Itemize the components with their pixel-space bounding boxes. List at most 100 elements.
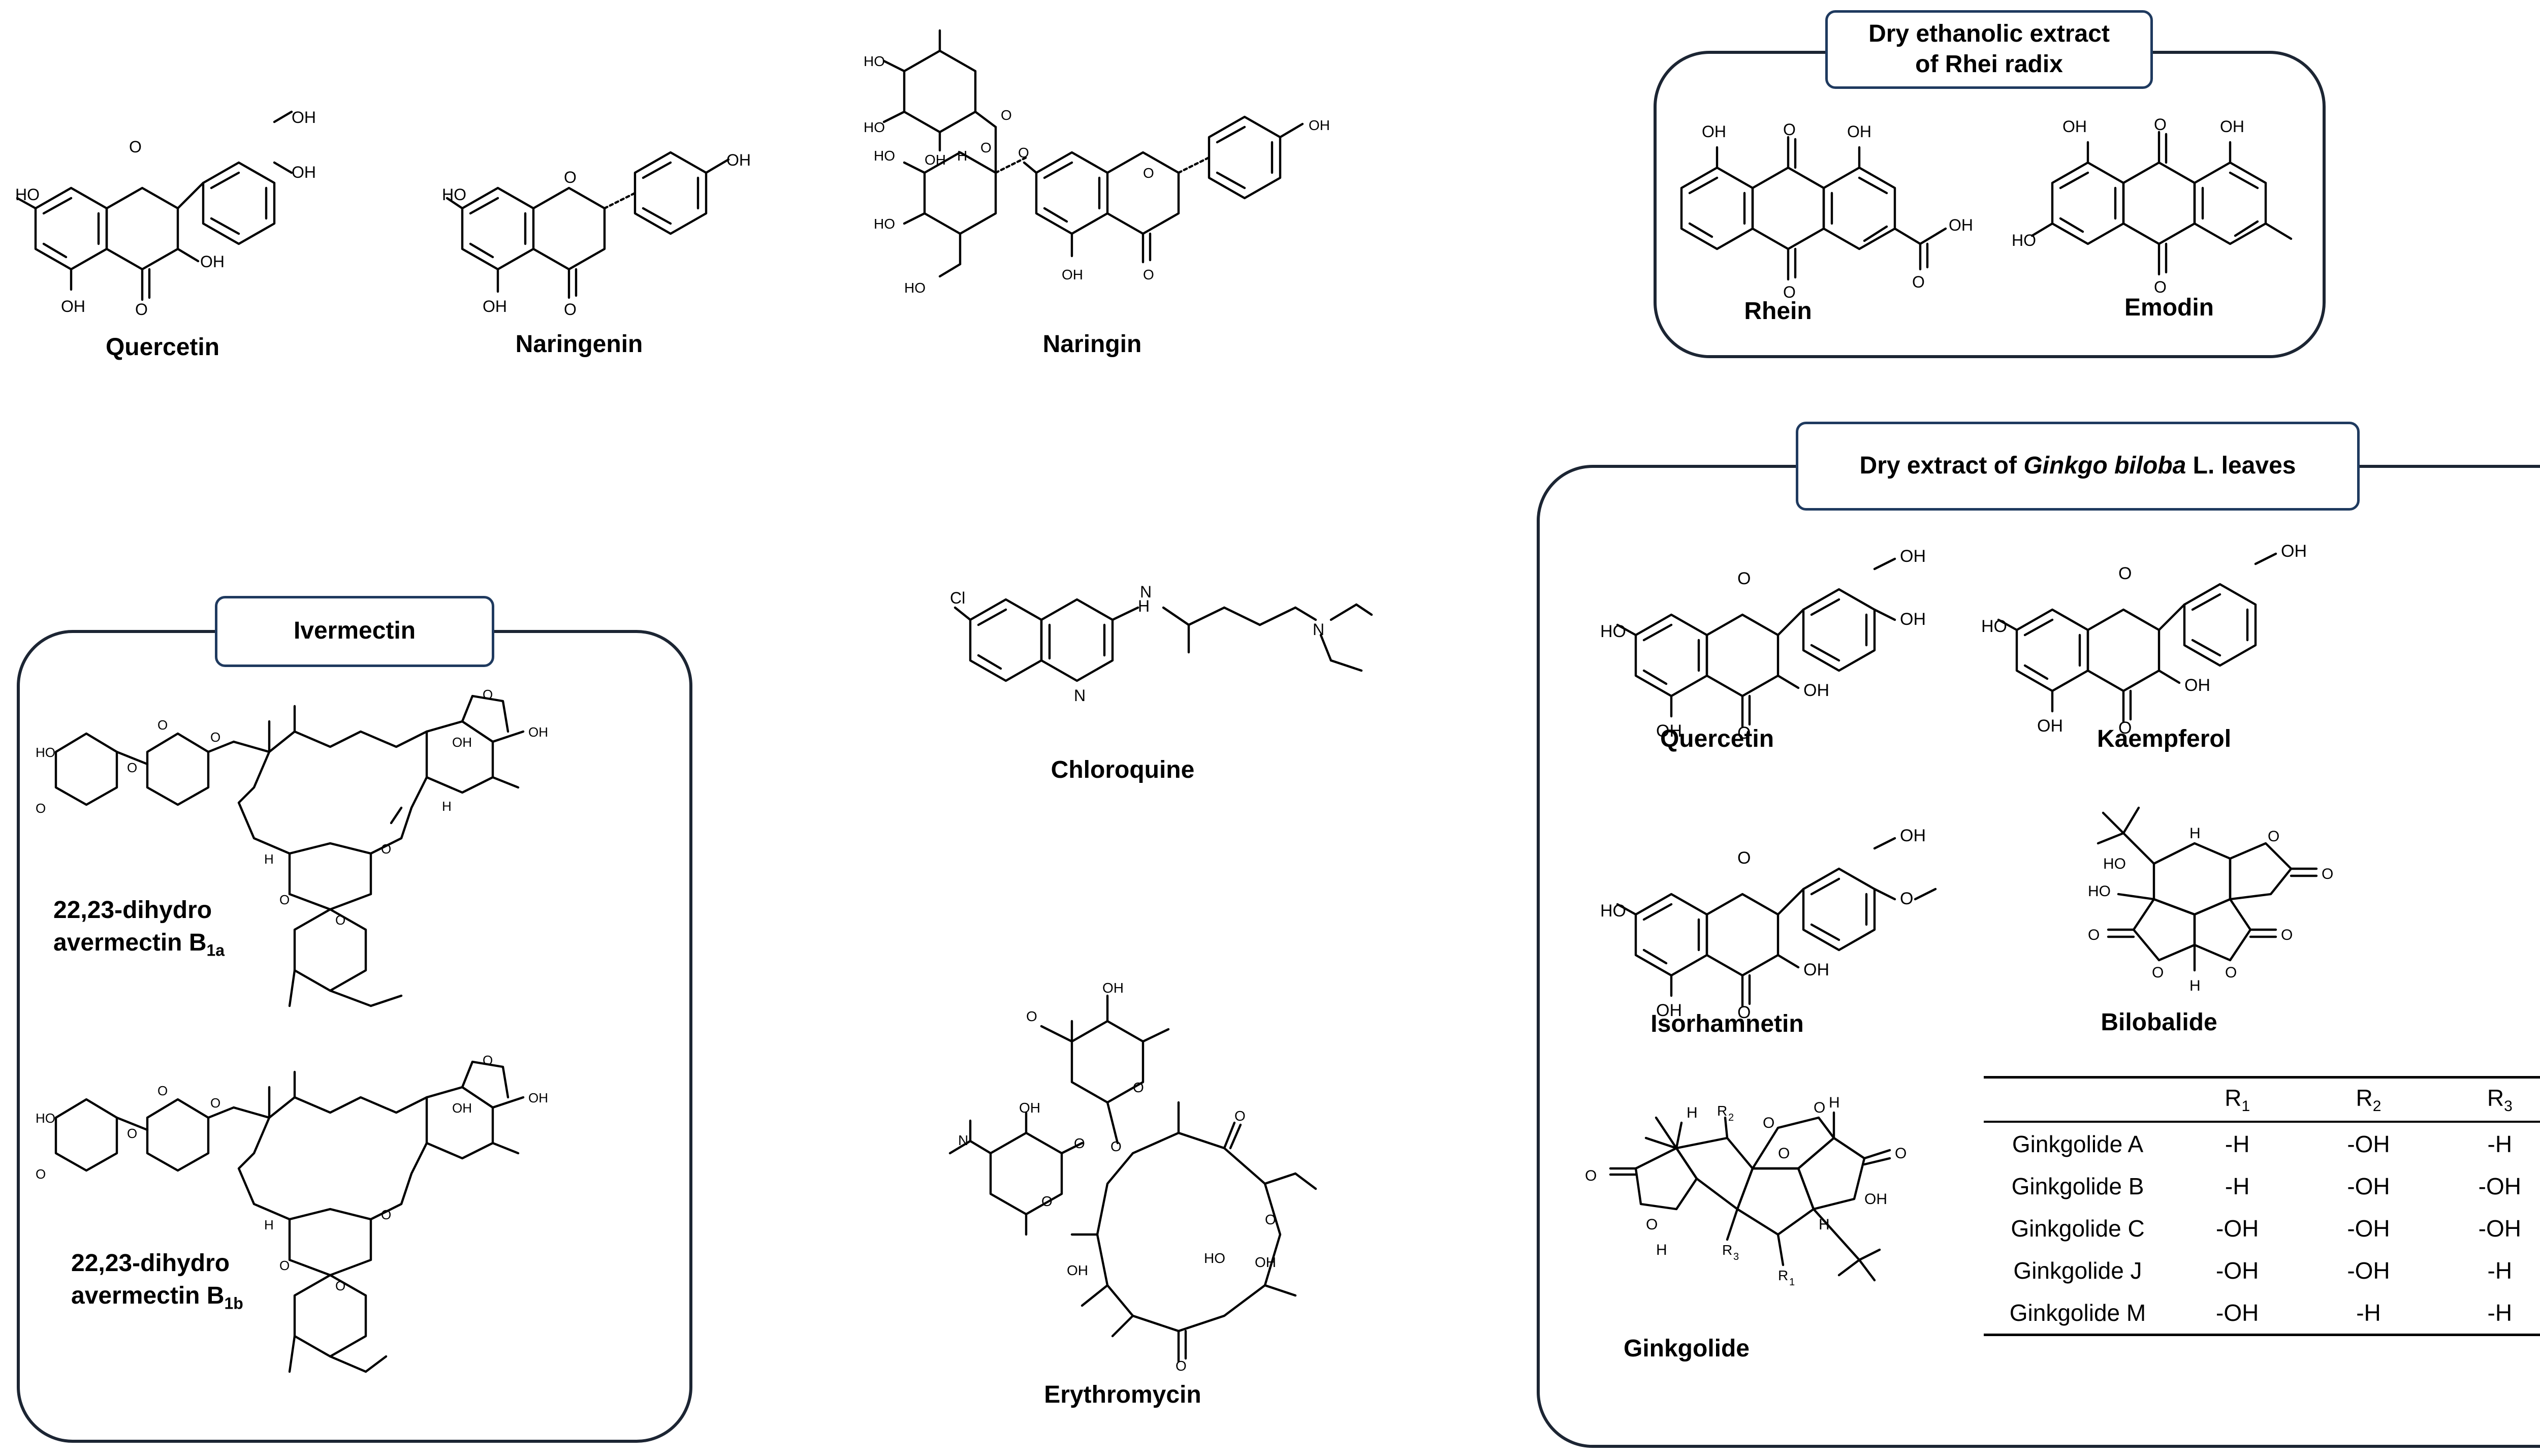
bilobalide-label: Bilobalide: [2101, 1009, 2217, 1036]
svg-text:O: O: [1001, 107, 1012, 123]
erythromycin-label: Erythromycin: [1044, 1381, 1201, 1408]
svg-text:OH: OH: [1255, 1254, 1276, 1270]
table-header-r1: R1: [2172, 1076, 2303, 1123]
svg-text:OH: OH: [1949, 216, 1973, 234]
svg-text:O: O: [129, 138, 142, 156]
svg-text:OH: OH: [2037, 716, 2063, 736]
svg-text:H: H: [1819, 1216, 1830, 1233]
svg-text:OH: OH: [2184, 676, 2210, 695]
svg-text:HO: HO: [15, 185, 40, 204]
table-header-blank: [1984, 1076, 2172, 1123]
avermectin-b1a-structure: HO O O O O O OH OH O O O H H: [36, 687, 548, 1007]
svg-text:O: O: [564, 168, 577, 186]
svg-text:OH: OH: [1864, 1191, 1887, 1208]
ginkgolide-label: Ginkgolide: [1623, 1335, 1750, 1362]
table-row: Ginkgolide J -OH -OH -H: [1984, 1249, 2540, 1291]
svg-text:H: H: [1829, 1094, 1840, 1111]
isorhamnetin-label: Isorhamnetin: [1650, 1010, 1804, 1037]
svg-text:O: O: [1737, 723, 1751, 743]
svg-text:O: O: [2118, 564, 2132, 583]
rhei-title-line2: of Rhei radix: [1915, 51, 2063, 78]
svg-text:HO: HO: [2088, 883, 2111, 900]
svg-text:O: O: [980, 140, 992, 155]
svg-text:OH: OH: [452, 735, 472, 750]
chloroquine-structure: Cl H N N N: [950, 583, 1373, 705]
svg-text:OH: OH: [1656, 1001, 1682, 1020]
svg-text:O: O: [1074, 1135, 1085, 1151]
svg-text:O: O: [1143, 165, 1154, 181]
svg-text:OH: OH: [1019, 1100, 1040, 1116]
table-cell: -OH: [2172, 1291, 2303, 1336]
rhei-radix-title: Dry ethanolic extract of Rhei radix: [1825, 10, 2153, 89]
svg-text:OH: OH: [1900, 610, 1926, 629]
svg-text:O: O: [1783, 283, 1796, 301]
svg-text:O: O: [135, 300, 148, 319]
svg-text:OH: OH: [2281, 542, 2307, 561]
svg-text:OH: OH: [2062, 117, 2087, 136]
table-row: Ginkgolide B -H -OH -OH: [1984, 1165, 2540, 1207]
svg-text:O: O: [210, 730, 220, 745]
kaempferol-structure: HO OH OH OH O O: [1981, 542, 2307, 738]
svg-text:O: O: [1895, 1145, 1907, 1162]
svg-text:R: R: [1722, 1242, 1732, 1258]
svg-text:R: R: [1717, 1103, 1727, 1119]
table-cell: -H: [2225, 1173, 2250, 1199]
svg-text:OH: OH: [1062, 267, 1083, 282]
svg-text:N: N: [958, 1132, 968, 1148]
ivermectin-title: Ivermectin: [215, 596, 494, 667]
svg-text:OH: OH: [1900, 547, 1926, 566]
svg-text:O: O: [335, 912, 345, 928]
svg-text:HO: HO: [864, 119, 885, 135]
rhein-structure: OH OH O O OH O: [1666, 120, 1973, 301]
svg-text:O: O: [279, 1258, 290, 1273]
svg-text:OH: OH: [528, 1090, 548, 1105]
table-cell: Ginkgolide M: [1984, 1291, 2172, 1336]
svg-text:OH: OH: [1309, 117, 1330, 133]
svg-text:HO: HO: [874, 216, 895, 232]
svg-text:OH: OH: [200, 252, 225, 271]
svg-text:H: H: [957, 148, 967, 164]
ginkgo-quercetin-structure: HO OH OH OH OH O O: [1600, 547, 1926, 743]
ginkgo-title-italic: Ginkgo biloba: [2023, 452, 2186, 479]
svg-text:R: R: [1778, 1268, 1788, 1283]
svg-text:OH: OH: [1656, 721, 1682, 741]
svg-text:O: O: [1265, 1212, 1276, 1227]
table-cell: -OH: [2216, 1257, 2259, 1284]
table-header-row: R1 R2 R3: [1984, 1076, 2540, 1123]
svg-text:HO: HO: [1204, 1250, 1225, 1266]
svg-text:O: O: [157, 717, 168, 733]
svg-text:O: O: [157, 1083, 168, 1098]
ginkgo-title-prefix: Dry extract of: [1859, 452, 2024, 479]
svg-text:HO: HO: [2012, 231, 2036, 249]
avermectin-b1a-label: 22,23-dihydro avermectin B1a: [53, 894, 225, 967]
svg-text:H: H: [1138, 597, 1150, 615]
b1a-line1: 22,23-dihydro: [53, 897, 212, 924]
table-row: Ginkgolide C -OH -OH -OH: [1984, 1207, 2540, 1249]
table-row: Ginkgolide M -OH -H -H: [1984, 1291, 2540, 1336]
emodin-structure: OH OH O O HO: [2012, 115, 2293, 296]
ivermectin-group: [17, 630, 692, 1443]
svg-text:O: O: [1763, 1115, 1774, 1131]
svg-text:O: O: [1018, 145, 1029, 161]
svg-text:O: O: [1234, 1108, 1246, 1124]
svg-text:O: O: [36, 801, 46, 816]
table-cell: -H: [2434, 1291, 2540, 1336]
svg-text:O: O: [2268, 828, 2279, 845]
svg-text:3: 3: [1733, 1251, 1739, 1262]
svg-text:1: 1: [1789, 1277, 1795, 1288]
svg-text:O: O: [127, 760, 137, 775]
table-cell: -OH: [2347, 1215, 2390, 1242]
svg-text:O: O: [1585, 1167, 1597, 1184]
svg-text:O: O: [1133, 1080, 1144, 1095]
quercetin-left-label: Quercetin: [105, 334, 220, 361]
svg-text:OH: OH: [61, 297, 85, 315]
svg-text:O: O: [2088, 927, 2100, 943]
b1b-subscript: 1b: [224, 1294, 243, 1313]
svg-text:O: O: [1041, 1193, 1053, 1209]
svg-text:H: H: [264, 851, 274, 867]
table-cell: -OH: [2347, 1173, 2390, 1199]
naringenin-label: Naringenin: [515, 331, 643, 358]
svg-text:OH: OH: [1900, 826, 1926, 845]
svg-text:O: O: [1143, 267, 1154, 282]
table-header-r3: R3: [2434, 1076, 2540, 1123]
